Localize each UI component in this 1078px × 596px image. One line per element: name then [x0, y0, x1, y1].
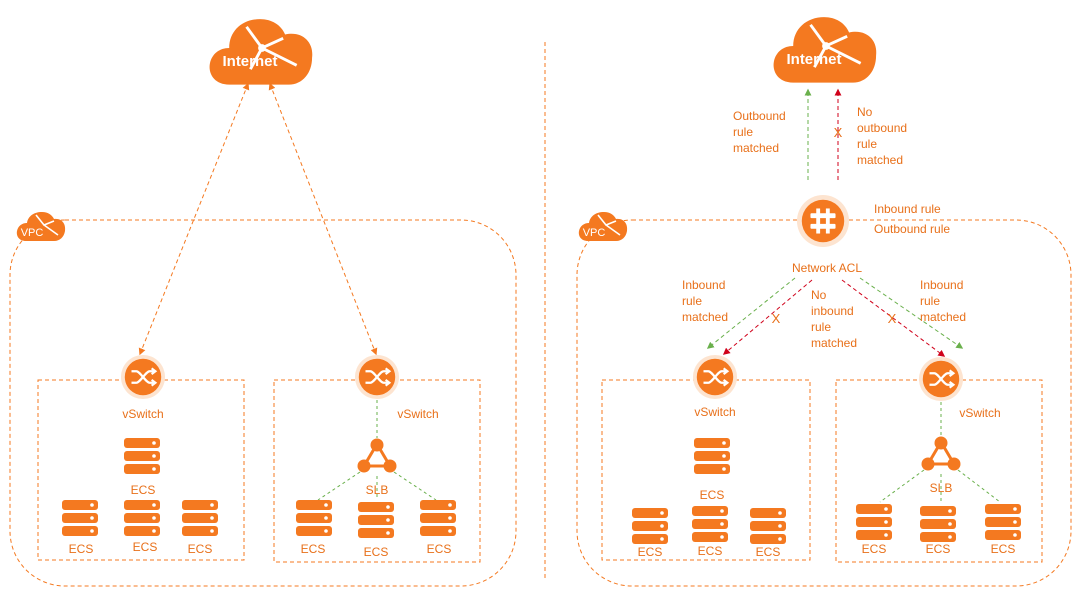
inbound-blocked-x-right: X: [888, 311, 897, 326]
right-ecs-b-icon: [692, 506, 728, 542]
left-ecs-b-label: ECS: [133, 540, 158, 554]
right-slb-link-1: [879, 469, 925, 503]
left-slb-link-3: [393, 471, 437, 501]
right-vpc-label: VPC: [583, 227, 606, 239]
left-connection-2: [268, 82, 378, 356]
left-vswitch2-icon: [354, 354, 400, 400]
left-ecs-f-label: ECS: [427, 542, 452, 556]
right-ecs-e-icon: [920, 506, 956, 542]
left-connection-1: [138, 82, 250, 356]
inbound-blocked-arrow-right: [841, 279, 946, 357]
inbound-left-line-3: matched: [682, 310, 728, 324]
right-ecs-d-icon: [856, 504, 892, 540]
left-ecs-f-icon: [420, 500, 456, 536]
right-vswitch2-icon: [918, 356, 964, 402]
right-vpc-icon: VPC: [578, 211, 628, 242]
inbound-blocked-x-left: X: [772, 311, 781, 326]
inbound-matched-arrow-left: [706, 277, 796, 349]
left-vswitch1-icon: [120, 354, 166, 400]
no-outbound-line-1: No: [857, 105, 873, 119]
no-outbound-line-4: matched: [857, 153, 903, 167]
right-ecs-c-icon: [750, 508, 786, 544]
right-ecs-f-icon: [985, 504, 1021, 540]
inbound-right-line-2: rule: [920, 294, 940, 308]
left-vswitch1-zone: [37, 379, 245, 561]
right-ecs-top-icon: [694, 438, 730, 474]
no-inbound-line-2: inbound: [811, 304, 854, 318]
outbound-matched-line-3: matched: [733, 141, 779, 155]
inbound-blocked-arrow-left: [722, 279, 813, 355]
network-acl-icon: [796, 194, 850, 248]
right-ecs-e-label: ECS: [926, 542, 951, 556]
acl-rule-inbound: Inbound rule: [874, 202, 941, 216]
left-ecs-a-icon: [62, 500, 98, 536]
right-scenario: Internet X Outbound rule matched No outb…: [576, 15, 1072, 587]
right-ecs-f-label: ECS: [991, 542, 1016, 556]
outbound-matched-line-2: rule: [733, 125, 753, 139]
left-ecs-e-icon: [358, 502, 394, 538]
left-scenario: Internet VPC vSwitch ECS ECS ECS ECS vSw…: [9, 17, 517, 587]
right-vswitch2-zone: [835, 379, 1043, 563]
left-vpc-icon: VPC: [16, 211, 66, 242]
no-inbound-line-4: matched: [811, 336, 857, 350]
right-ecs-d-label: ECS: [862, 542, 887, 556]
right-internet-cloud: Internet: [772, 15, 878, 85]
right-vswitch1-icon: [692, 354, 738, 400]
left-slb-icon: [357, 438, 397, 474]
left-vswitch2-label: vSwitch: [397, 407, 438, 421]
left-vswitch2-zone: [273, 379, 481, 563]
left-ecs-top-label: ECS: [131, 483, 156, 497]
right-slb-icon: [921, 436, 961, 472]
right-vswitch1-label: vSwitch: [694, 405, 735, 419]
left-internet-label: Internet: [222, 53, 277, 70]
inbound-left-line-2: rule: [682, 294, 702, 308]
no-inbound-line-3: rule: [811, 320, 831, 334]
left-vpc-label: VPC: [21, 227, 44, 239]
network-acl-label: Network ACL: [792, 261, 862, 275]
right-ecs-top-label: ECS: [700, 488, 725, 502]
outbound-blocked-x: X: [834, 125, 843, 140]
left-slb-link-1: [317, 471, 361, 501]
left-ecs-d-label: ECS: [301, 542, 326, 556]
left-ecs-top-icon: [124, 438, 160, 474]
right-ecs-a-label: ECS: [638, 545, 663, 559]
no-outbound-line-3: rule: [857, 137, 877, 151]
right-ecs-b-label: ECS: [698, 544, 723, 558]
left-internet-cloud: Internet: [208, 17, 314, 87]
left-ecs-c-icon: [182, 500, 218, 536]
left-ecs-b-icon: [124, 500, 160, 536]
no-inbound-line-1: No: [811, 288, 827, 302]
right-vswitch1-zone: [601, 379, 811, 561]
right-slb-link-3: [957, 469, 1001, 503]
right-internet-label: Internet: [786, 51, 841, 68]
inbound-right-line-1: Inbound: [920, 278, 963, 292]
left-ecs-e-label: ECS: [364, 545, 389, 559]
acl-rule-outbound: Outbound rule: [874, 222, 950, 236]
left-ecs-c-label: ECS: [188, 542, 213, 556]
inbound-left-line-1: Inbound: [682, 278, 725, 292]
left-vpc-boundary: [9, 219, 517, 587]
left-ecs-d-icon: [296, 500, 332, 536]
left-vswitch1-label: vSwitch: [122, 407, 163, 421]
right-ecs-a-icon: [632, 508, 668, 544]
no-outbound-line-2: outbound: [857, 121, 907, 135]
left-ecs-a-label: ECS: [69, 542, 94, 556]
outbound-matched-line-1: Outbound: [733, 109, 786, 123]
right-vswitch2-label: vSwitch: [959, 406, 1000, 420]
inbound-right-line-3: matched: [920, 310, 966, 324]
right-ecs-c-label: ECS: [756, 545, 781, 559]
